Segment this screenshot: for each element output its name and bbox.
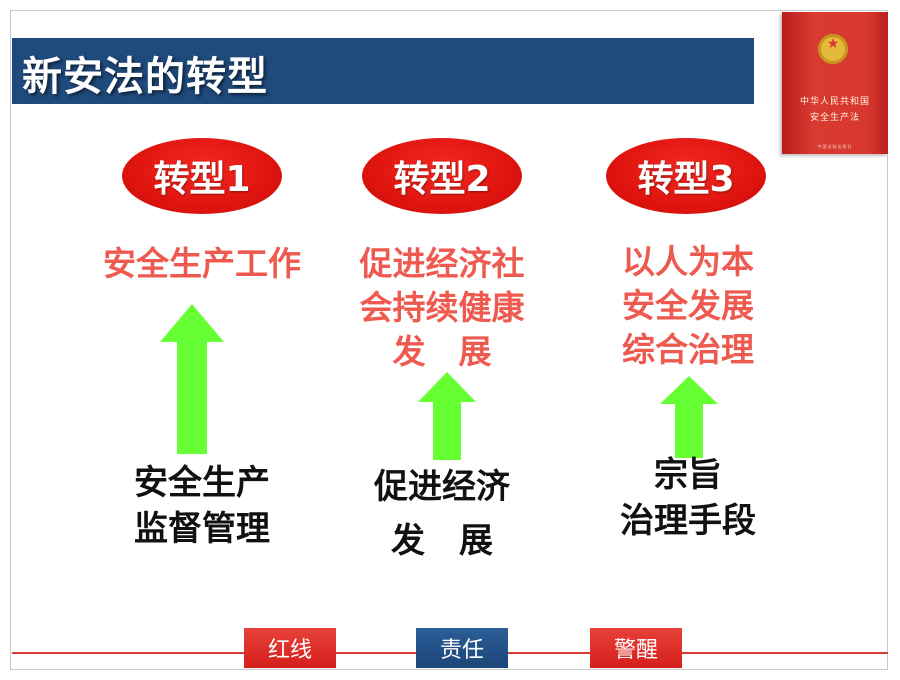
goal-line: 综合治理	[622, 330, 754, 369]
goal-line: 发 展	[392, 332, 492, 371]
law-book-cover: ★ 中华人民共和国 安全生产法 中国法制出版社	[782, 12, 888, 154]
up-arrow-3-icon	[660, 376, 718, 458]
transition-base-2: 促进经济 发 展	[314, 460, 570, 568]
base-line: 宗旨	[654, 455, 722, 495]
base-line: 治理手段	[620, 501, 756, 541]
footer-tag-red-line[interactable]: 红线	[244, 628, 336, 668]
base-line: 促进经济	[374, 467, 510, 507]
transition-badge-3: 转型3	[606, 138, 766, 214]
goal-line: 会持续健康	[359, 288, 525, 327]
slide-title: 新安法的转型	[22, 54, 268, 100]
transition-goal-3: 以人为本 安全发展 综合治理	[566, 240, 810, 372]
goal-line: 促进经济社	[359, 244, 525, 283]
transition-goal-2: 促进经济社 会持续健康 发 展	[314, 242, 570, 374]
transition-goal-1: 安全生产工作	[60, 242, 344, 286]
goal-line: 以人为本	[622, 242, 754, 281]
transition-base-3: 宗旨 治理手段	[566, 452, 810, 544]
up-arrow-1-icon	[160, 304, 224, 454]
footer-tag-responsibility[interactable]: 责任	[416, 628, 508, 668]
base-line: 安全生产	[134, 463, 270, 503]
footer-tag-alert[interactable]: 警醒	[590, 628, 682, 668]
slide-frame	[10, 10, 888, 670]
book-title-line-1: 中华人民共和国	[799, 97, 870, 107]
national-emblem-icon: ★	[818, 34, 848, 64]
base-line: 发 展	[391, 521, 493, 561]
goal-line: 安全发展	[622, 286, 754, 325]
up-arrow-2-icon	[418, 372, 476, 460]
transition-base-1: 安全生产 监督管理	[60, 460, 344, 552]
book-publisher: 中国法制出版社	[817, 144, 853, 149]
book-title-line-2: 安全生产法	[809, 113, 860, 123]
transition-badge-2: 转型2	[362, 138, 522, 214]
base-line: 监督管理	[134, 509, 270, 549]
goal-line: 安全生产工作	[103, 244, 301, 283]
title-bar	[12, 38, 754, 104]
transition-badge-1: 转型1	[122, 138, 282, 214]
